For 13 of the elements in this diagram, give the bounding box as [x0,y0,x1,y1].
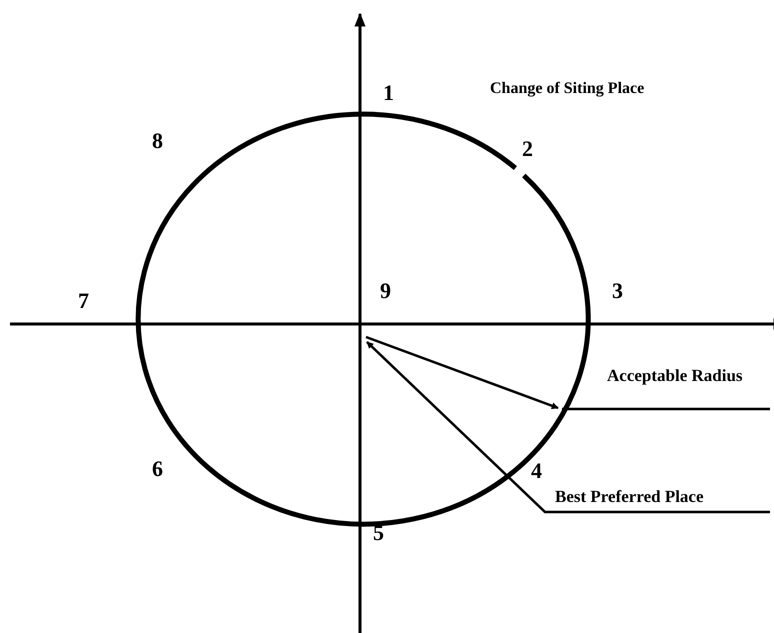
annotation-text: Acceptable Radius [607,366,771,409]
region-number: 6 [152,456,163,482]
leader-line [562,408,770,410]
leader-line [366,341,770,514]
region-number: 9 [380,278,391,304]
region-number: 4 [531,458,542,484]
region-number: 2 [522,136,533,162]
region-number: 8 [152,128,163,154]
region-number: 7 [78,288,89,314]
annotation-text: Best Preferred Place [555,487,771,512]
region-number: 3 [612,278,623,304]
region-number: 1 [383,80,394,106]
heading-text: Change of Siting Place [490,80,644,98]
